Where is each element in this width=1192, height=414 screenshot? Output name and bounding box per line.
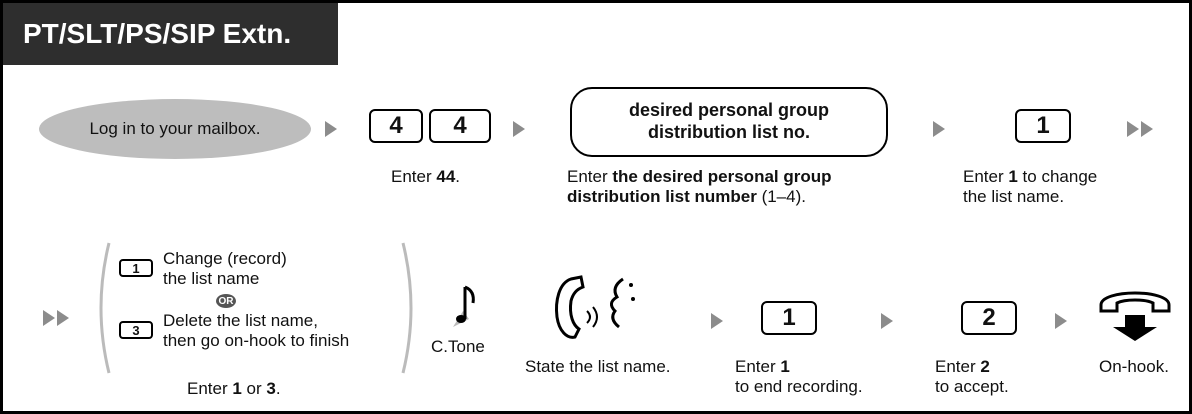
option-key-1: 1 <box>119 259 153 277</box>
double-arrow-a <box>1127 121 1139 137</box>
options-bracket <box>99 242 413 374</box>
music-note-icon <box>453 285 475 327</box>
speaking-handset-icon <box>555 275 635 339</box>
desired-list-number-box: desired personal group distribution list… <box>570 87 888 157</box>
double-arrow-b <box>57 310 69 326</box>
key-4-second: 4 <box>429 109 491 143</box>
or-badge: OR <box>216 294 236 308</box>
flow-arrow <box>933 121 945 137</box>
key-2-accept: 2 <box>961 301 1017 335</box>
flow-arrow <box>881 313 893 329</box>
ctone-label: C.Tone <box>431 337 485 356</box>
option-key-3: 3 <box>119 321 153 339</box>
double-arrow-a <box>43 310 55 326</box>
double-arrow-b <box>1141 121 1153 137</box>
end-recording-caption: Enter 1 to end recording. <box>735 357 863 397</box>
login-step-oval: Log in to your mailbox. <box>39 99 311 159</box>
accept-caption: Enter 2 to accept. <box>935 357 1009 397</box>
enter-1-caption: Enter 1 to change the list name. <box>963 167 1098 207</box>
login-step-label: Log in to your mailbox. <box>89 119 261 138</box>
key-1-change: 1 <box>1015 109 1071 143</box>
desired-list-number-label: desired personal group distribution list… <box>628 100 830 142</box>
option-1-label: Change (record) the list name <box>163 249 287 289</box>
flow-arrow <box>513 121 525 137</box>
on-hook-handset-icon <box>1099 291 1171 341</box>
enter-44-caption: Enter 44. <box>391 167 461 186</box>
page-title: PT/SLT/PS/SIP Extn. <box>3 3 338 65</box>
key-4-first: 4 <box>369 109 423 143</box>
option-3-label: Delete the list name, then go on-hook to… <box>163 311 350 351</box>
flow-arrow <box>1055 313 1067 329</box>
flow-arrow <box>325 121 337 137</box>
desired-list-caption: Enter the desired personal group distrib… <box>567 167 832 207</box>
enter-1-or-3-caption: Enter 1 or 3. <box>187 379 281 398</box>
on-hook-caption: On-hook. <box>1099 357 1169 376</box>
key-1-end: 1 <box>761 301 817 335</box>
state-list-name-caption: State the list name. <box>525 357 671 376</box>
flow-arrow <box>711 313 723 329</box>
